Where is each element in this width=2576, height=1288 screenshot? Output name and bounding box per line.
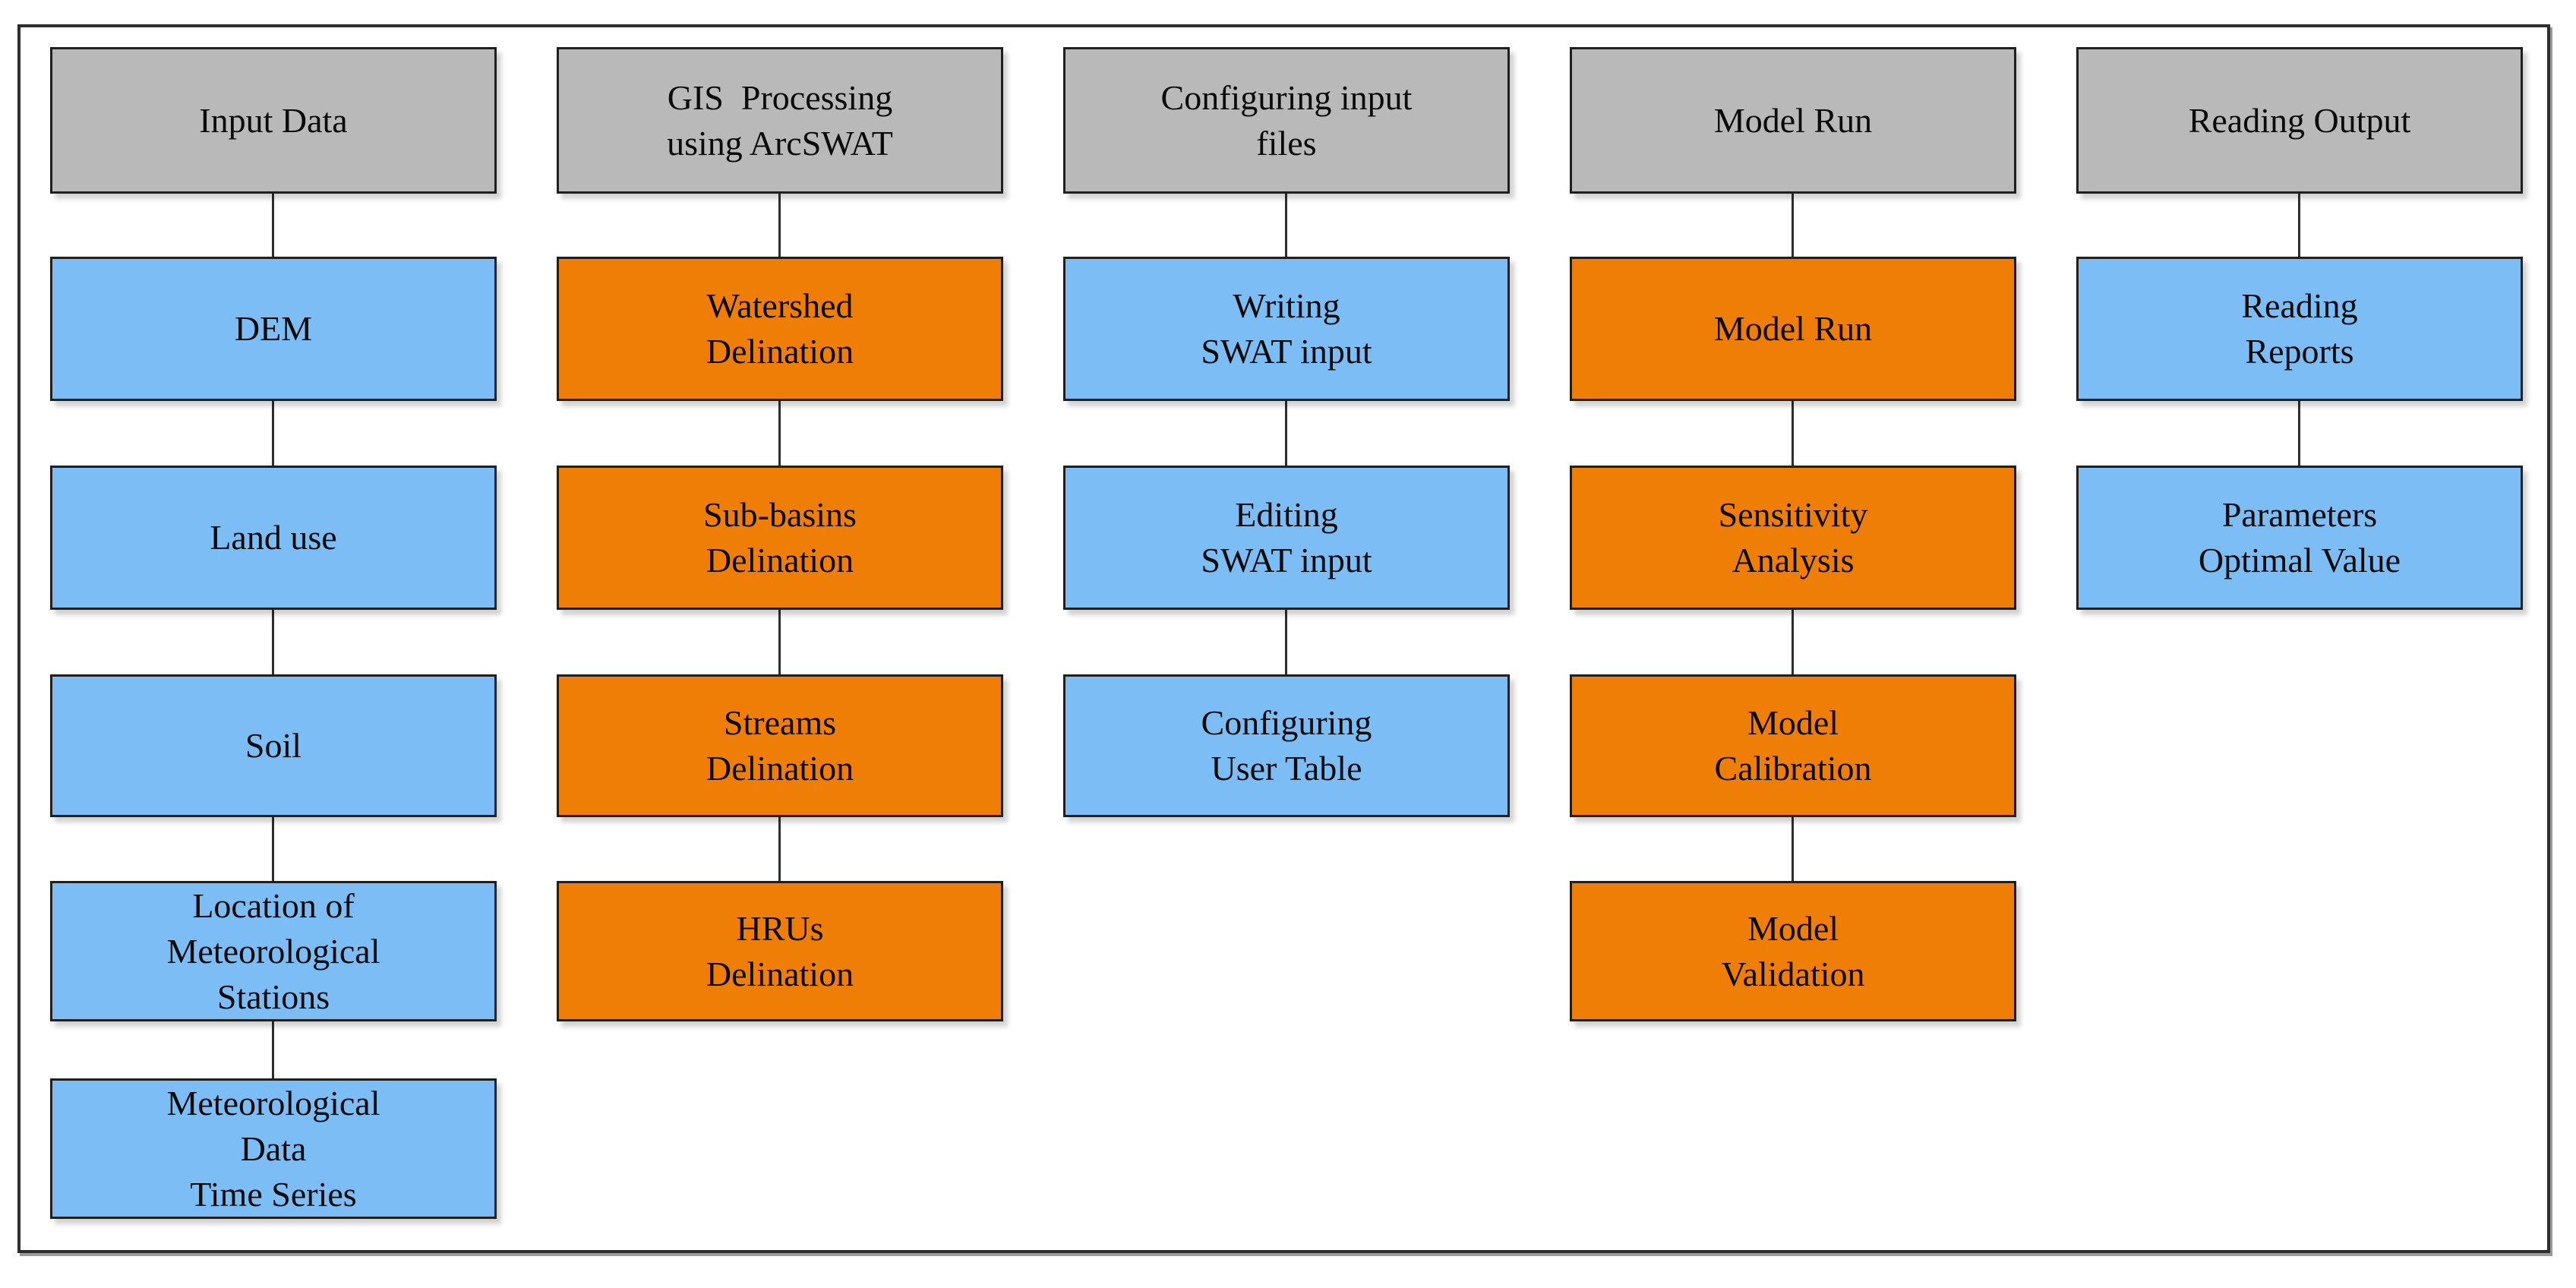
connector-line — [272, 1021, 274, 1078]
flow-box-hrus-delination-label: HRUs Delination — [706, 908, 854, 993]
connector-line — [1792, 401, 1794, 466]
column-header-input-data: Input Data — [50, 47, 497, 194]
connector-line — [272, 610, 274, 674]
flow-box-parameters-optimal-value-label: Parameters Optimal Value — [2198, 495, 2401, 579]
flow-box-land-use-label: Land use — [210, 518, 337, 557]
connector-line — [272, 194, 274, 257]
column-header-model-run: Model Run — [1570, 47, 2016, 194]
flow-box-dem: DEM — [50, 257, 497, 401]
flow-box-streams-delination-label: Streams Delination — [706, 703, 854, 788]
column-header-reading-output-label: Reading Output — [2188, 100, 2411, 140]
column-header-input-data-label: Input Data — [199, 100, 348, 140]
flow-box-watershed-delination: Watershed Delination — [557, 257, 1003, 401]
column-header-configuring-input-files: Configuring input files — [1063, 47, 1510, 194]
column-header-gis-processing: GIS Processing using ArcSWAT — [557, 47, 1003, 194]
flow-box-sub-basins-delination-label: Sub-basins Delination — [703, 495, 857, 579]
connector-line — [778, 401, 781, 466]
connector-line — [2298, 401, 2300, 466]
flow-box-location-of-meteorological-stations-label: Location of Meteorological Stations — [166, 886, 380, 1016]
connector-line — [2298, 194, 2300, 257]
flow-box-editing-swat-input: Editing SWAT input — [1063, 466, 1510, 610]
flow-box-parameters-optimal-value: Parameters Optimal Value — [2076, 466, 2523, 610]
flow-box-configuring-user-table-label: Configuring User Table — [1201, 703, 1372, 788]
flow-box-model-calibration: Model Calibration — [1570, 674, 2016, 817]
column-header-configuring-input-files-label: Configuring input files — [1160, 77, 1413, 163]
flow-box-configuring-user-table: Configuring User Table — [1063, 674, 1510, 817]
connector-line — [1285, 401, 1287, 466]
flow-box-writing-swat-input: Writing SWAT input — [1063, 257, 1510, 401]
flow-box-model-run: Model Run — [1570, 257, 2016, 401]
flow-box-hrus-delination: HRUs Delination — [557, 881, 1003, 1021]
flow-box-land-use: Land use — [50, 466, 497, 610]
connector-line — [1792, 610, 1794, 674]
flow-box-watershed-delination-label: Watershed Delination — [706, 286, 854, 371]
connector-line — [1285, 610, 1287, 674]
flow-box-sensitivity-analysis: Sensitivity Analysis — [1570, 466, 2016, 610]
flow-box-streams-delination: Streams Delination — [557, 674, 1003, 817]
flow-box-dem-label: DEM — [234, 309, 313, 348]
flow-box-soil: Soil — [50, 674, 497, 817]
column-header-model-run-label: Model Run — [1713, 100, 1873, 140]
flow-box-sub-basins-delination: Sub-basins Delination — [557, 466, 1003, 610]
column-header-gis-processing-label: GIS Processing using ArcSWAT — [667, 77, 893, 163]
flow-box-model-run-label: Model Run — [1713, 309, 1873, 348]
connector-line — [1792, 817, 1794, 881]
flow-box-reading-reports: Reading Reports — [2076, 257, 2523, 401]
flow-box-location-of-meteorological-stations: Location of Meteorological Stations — [50, 881, 497, 1021]
flow-box-model-validation-label: Model Validation — [1721, 908, 1865, 993]
flow-box-meteorological-data-time-series-label: Meteorological Data Time Series — [166, 1083, 380, 1214]
connector-line — [778, 610, 781, 674]
connector-line — [1285, 194, 1287, 257]
connector-line — [778, 817, 781, 881]
column-header-reading-output: Reading Output — [2076, 47, 2523, 194]
flow-box-sensitivity-analysis-label: Sensitivity Analysis — [1718, 495, 1868, 579]
flow-box-meteorological-data-time-series: Meteorological Data Time Series — [50, 1078, 497, 1219]
flow-box-reading-reports-label: Reading Reports — [2241, 286, 2358, 371]
flow-box-writing-swat-input-label: Writing SWAT input — [1201, 286, 1372, 371]
flow-box-editing-swat-input-label: Editing SWAT input — [1201, 495, 1372, 579]
flow-box-model-calibration-label: Model Calibration — [1714, 703, 1872, 788]
connector-line — [778, 194, 781, 257]
diagram-border — [17, 24, 2550, 1253]
connector-line — [1792, 194, 1794, 257]
connector-line — [272, 401, 274, 466]
connector-line — [272, 817, 274, 881]
flow-box-soil-label: Soil — [245, 726, 302, 765]
flow-box-model-validation: Model Validation — [1570, 881, 2016, 1021]
